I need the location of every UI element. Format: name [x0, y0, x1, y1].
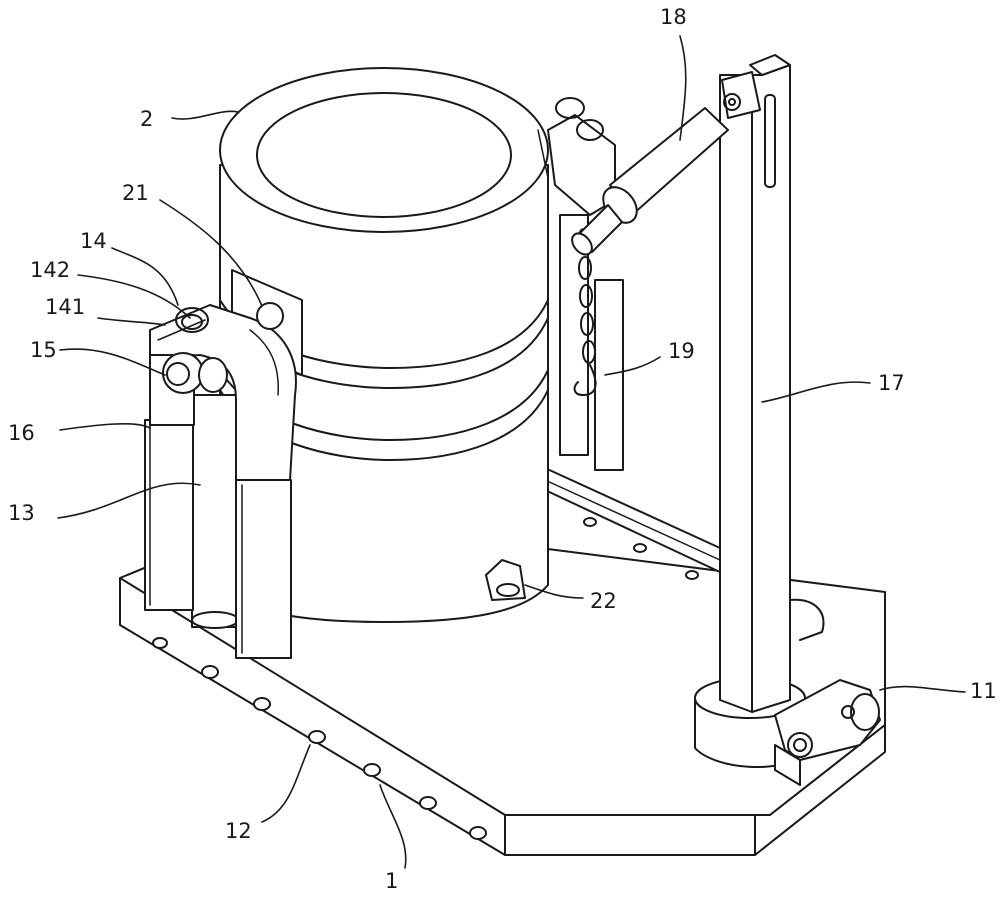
- leader-141: [97, 317, 166, 326]
- leader-15: [59, 348, 166, 376]
- label-17: 17: [878, 371, 905, 395]
- leader-14: [111, 247, 179, 306]
- label-15: 15: [30, 338, 57, 362]
- label-21: 21: [122, 181, 149, 205]
- leader-21: [159, 199, 263, 307]
- label-13: 13: [8, 501, 35, 525]
- leader-16: [59, 423, 151, 431]
- label-16: 16: [8, 421, 35, 445]
- leader-22: [524, 584, 584, 599]
- leader-11: [879, 685, 966, 693]
- leader-lines: [57, 35, 966, 869]
- support-feet: [152, 507, 699, 840]
- label-22: 22: [590, 589, 617, 613]
- label-11: 11: [970, 679, 997, 703]
- leader-1: [379, 784, 407, 869]
- leader-17: [761, 381, 871, 403]
- lifting-column: [571, 54, 881, 786]
- leader-19: [604, 356, 661, 376]
- left-clamp-assembly: [144, 302, 297, 659]
- label-2: 2: [140, 107, 153, 131]
- label-142: 142: [30, 258, 70, 282]
- label-18: 18: [660, 5, 687, 29]
- label-12: 12: [225, 819, 252, 843]
- reference-numerals: 2 21 14 142 141 15 16 13 18 19 17 22 11 …: [8, 5, 997, 893]
- label-14: 14: [80, 229, 107, 253]
- right-clamp-assembly: [547, 97, 624, 471]
- leader-13: [57, 482, 201, 519]
- label-1: 1: [385, 869, 398, 893]
- label-141: 141: [45, 295, 85, 319]
- leader-142: [77, 274, 191, 319]
- leader-12: [261, 744, 311, 823]
- leader-18: [679, 35, 687, 141]
- leader-2: [171, 110, 239, 120]
- label-19: 19: [668, 339, 695, 363]
